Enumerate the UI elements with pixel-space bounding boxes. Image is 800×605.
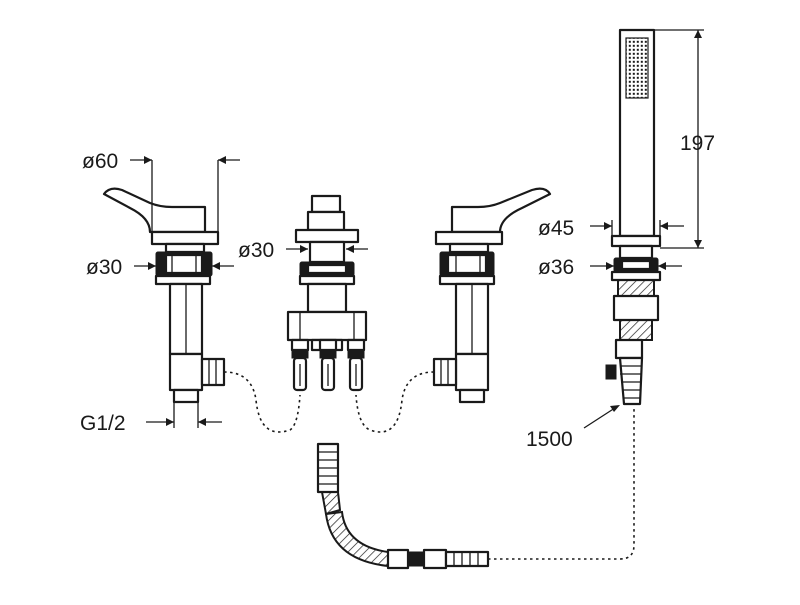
dim-label-1500: 1500: [526, 428, 573, 451]
hose-to-handshower-path: [488, 406, 635, 560]
dim-label-o36: ø36: [538, 256, 574, 279]
left-lever-handle: [102, 187, 207, 234]
hose-nut: [386, 548, 410, 570]
hose-body: [324, 510, 389, 568]
shower-hose: [316, 442, 490, 570]
dim-label-o60: ø60: [82, 150, 118, 173]
dim-left-top: ø60: [82, 150, 240, 232]
handshower-clip: [605, 364, 617, 380]
left-valve: [102, 187, 226, 404]
left-washer: [154, 274, 212, 286]
diverter-neck: [308, 240, 346, 264]
left-elbow: [168, 352, 204, 392]
dim-left-thread: G1/2: [80, 402, 222, 435]
left-side-nut: [200, 357, 226, 387]
dim-label-diverter-o30: ø30: [238, 239, 274, 262]
right-side-nut: [432, 357, 458, 387]
handshower-washer: [610, 270, 662, 282]
diverter-outlets: [290, 338, 366, 392]
dim-handshower-height: 197: [654, 29, 715, 249]
dim-label-g12: G1/2: [80, 412, 126, 435]
center-diverter: [286, 194, 368, 392]
handshower-holder: [612, 294, 660, 322]
dim-label-left-o30: ø30: [86, 256, 122, 279]
diverter-knob-top: [310, 194, 342, 214]
hand-shower: [605, 28, 662, 406]
diverter-flange: [294, 228, 360, 244]
handshower-flange: [610, 234, 662, 248]
dim-label-o45: ø45: [538, 217, 574, 240]
dim-hose-length: 1500: [526, 405, 620, 451]
left-neck: [164, 242, 206, 254]
right-lever-handle: [450, 187, 552, 234]
diverter-shank: [306, 282, 348, 314]
dim-handshower-flange: ø45: [538, 217, 684, 240]
left-locknut-inner: [164, 253, 204, 275]
right-valve: [432, 187, 552, 404]
dim-label-197: 197: [680, 132, 715, 155]
handshower-spray-face: [625, 37, 649, 99]
dim-diverter: ø30: [238, 239, 368, 262]
left-top-flange: [150, 230, 220, 246]
handshower-thread: [617, 279, 655, 297]
hose-tail: [444, 550, 490, 568]
connection-paths: [223, 371, 635, 560]
dim-handshower-body: ø36: [538, 256, 682, 279]
left-tail: [172, 388, 200, 404]
dim-left-body: ø30: [86, 256, 234, 279]
left-to-diverter-pipe: [223, 371, 301, 433]
handshower-hose-end: [618, 356, 644, 406]
diverter-body: [286, 310, 368, 342]
diverter-washer: [298, 274, 356, 286]
diverter-knob: [306, 210, 346, 232]
right-top-flange: [434, 230, 504, 246]
right-to-diverter-pipe: [355, 371, 435, 433]
